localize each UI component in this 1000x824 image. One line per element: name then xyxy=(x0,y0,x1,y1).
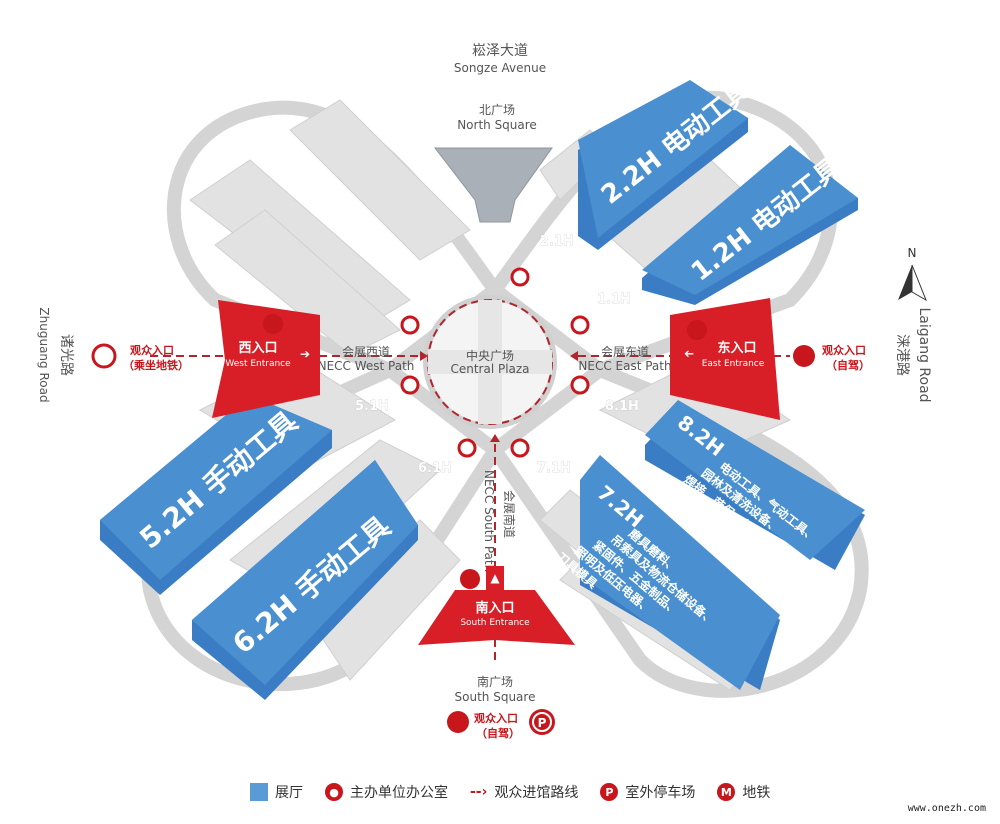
hall-2-2[interactable]: 2.2H 电动工具 xyxy=(578,75,757,250)
legend-office: ● 主办单位办公室 xyxy=(325,782,448,802)
car-icon xyxy=(793,345,815,367)
legend-label: 展厅 xyxy=(275,785,303,801)
south-entrance-arrow-icon: ▲ xyxy=(490,571,500,585)
office-icon: ● xyxy=(325,783,343,801)
west-entrance-zh: 西入口 xyxy=(238,341,277,356)
east-path-zh: 会展东道 xyxy=(601,345,649,359)
west-route-arrow-icon xyxy=(420,351,428,361)
west-path-zh: 会展西道 xyxy=(342,345,390,359)
metro-icon xyxy=(510,438,530,458)
west-visitor-entry-title: 观众入口 xyxy=(130,343,174,357)
office-icons xyxy=(263,314,707,589)
hall-8-1[interactable]: 8.1H xyxy=(605,399,639,415)
office-icon xyxy=(263,314,283,334)
hall-7-1[interactable]: 7.1H xyxy=(537,461,571,477)
west-entrance-en: West Entrance xyxy=(225,359,291,369)
east-entrance-zh: 东入口 xyxy=(717,340,756,356)
west-road-en: Zhuguang Road xyxy=(37,307,51,402)
south-square-en: South Square xyxy=(455,690,536,704)
legend-label: 主办单位办公室 xyxy=(350,785,448,801)
west-visitor-entry-sub: （乘坐地铁） xyxy=(123,358,189,372)
south-entrance-en: South Entrance xyxy=(460,618,530,628)
west-path-en: NECC West Path xyxy=(318,359,415,373)
metro-icon: M xyxy=(717,783,736,801)
north-road-en: Songze Avenue xyxy=(454,61,546,75)
east-road-zh: 涞港路 xyxy=(894,334,910,376)
legend-label: 地铁 xyxy=(742,785,771,801)
legend-label: 室外停车场 xyxy=(625,785,696,801)
east-route-arrow-icon xyxy=(570,351,578,361)
south-visitor-entry-sub: （自驾） xyxy=(476,726,520,740)
metro-icon xyxy=(510,267,530,287)
car-icon xyxy=(447,711,469,733)
north-square-zh: 北广场 xyxy=(479,103,515,117)
legend-route: --› 观众进馆路线 xyxy=(470,782,578,802)
legend-label: 观众进馆路线 xyxy=(494,785,579,801)
legend-parking: P 室外停车场 xyxy=(600,782,695,802)
south-entrance-zh: 南入口 xyxy=(475,600,514,616)
office-icon xyxy=(460,569,480,589)
svg-text:P: P xyxy=(538,716,547,730)
south-square-zh: 南广场 xyxy=(477,674,513,689)
west-entrance[interactable]: 西入口 West Entrance ➔ xyxy=(212,300,320,418)
metro-icon xyxy=(570,315,590,335)
office-icon xyxy=(687,320,707,340)
hall-2-1[interactable]: 2.1H xyxy=(540,234,574,250)
route-arrow-icon: --› xyxy=(470,784,488,800)
south-route-arrow-icon xyxy=(490,434,500,442)
central-plaza: 中央广场 Central Plaza xyxy=(423,295,557,429)
metro-icon xyxy=(570,375,590,395)
metro-icon xyxy=(400,315,420,335)
east-road-en: Laigang Road xyxy=(916,307,932,402)
north-square-en: North Square xyxy=(457,118,537,132)
hall-swatch xyxy=(250,783,268,801)
legend: 展厅 ● 主办单位办公室 --› 观众进馆路线 P 室外停车场 M 地铁 xyxy=(250,782,770,802)
hall-6-1[interactable]: 6.1H xyxy=(418,461,452,477)
plain-hall-labels: 2.1H 1.1H 5.1H 8.1H 6.1H 7.1H xyxy=(355,234,639,477)
east-visitor-entry-title: 观众入口 xyxy=(822,343,866,357)
north-compass-icon: N xyxy=(898,246,927,302)
hall-1-1[interactable]: 1.1H xyxy=(597,292,631,308)
legend-hall: 展厅 xyxy=(250,782,303,802)
hall-5-2[interactable]: 5.2H 手动工具 xyxy=(100,395,332,595)
west-road-zh: 诸光路 xyxy=(58,334,74,376)
south-path-en: NECC South Path xyxy=(482,470,496,572)
east-entrance-en: East Entrance xyxy=(702,359,765,369)
parking-icon: P xyxy=(600,783,619,801)
compass-label: N xyxy=(908,246,917,260)
metro-station-icon xyxy=(91,343,117,369)
hall-5-1[interactable]: 5.1H xyxy=(355,399,389,415)
hall-8-2[interactable]: 8.2H 电动工具、气动工具、 园林及清洗设备、 焊接、劳保、机电设备 xyxy=(645,400,865,570)
metro-icon xyxy=(400,375,420,395)
east-visitor-entry-sub: （自驾） xyxy=(826,358,870,372)
south-visitor-entry-title: 观众入口 xyxy=(474,711,518,725)
south-path-zh: 会展南道 xyxy=(502,490,517,538)
watermark: www.onezh.com xyxy=(907,803,986,814)
metro-icon xyxy=(457,438,477,458)
parking-icon[interactable]: P xyxy=(529,709,555,735)
central-plaza-en: Central Plaza xyxy=(450,362,529,376)
east-path-en: NECC East Path xyxy=(578,359,671,373)
north-road-zh: 崧泽大道 xyxy=(472,43,528,59)
west-entrance-arrow-icon: ➔ xyxy=(300,347,310,361)
metro-icons xyxy=(91,267,590,458)
south-entrance[interactable]: ▲ 南入口 South Entrance xyxy=(418,566,575,645)
north-square-building xyxy=(433,147,553,223)
central-plaza-zh: 中央广场 xyxy=(466,348,514,363)
legend-metro: M 地铁 xyxy=(717,782,770,802)
east-entrance-arrow-icon: ➔ xyxy=(684,347,694,361)
